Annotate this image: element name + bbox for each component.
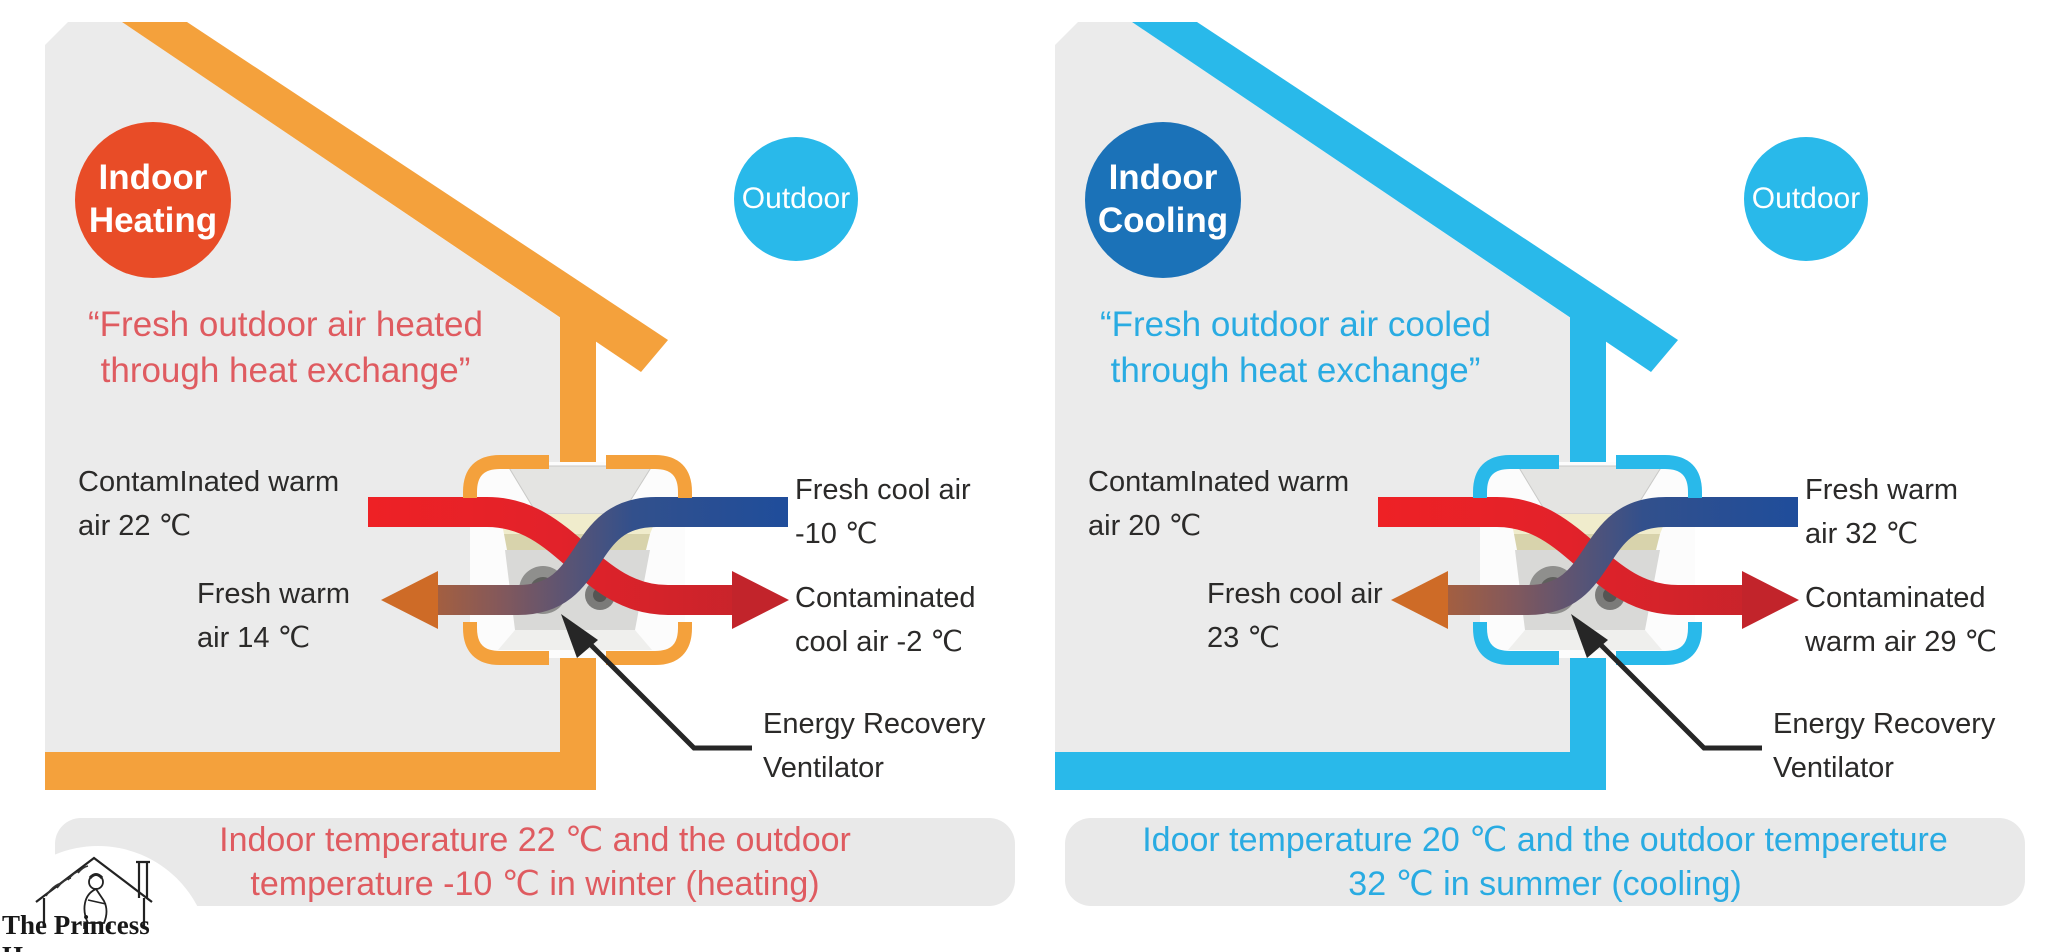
fresh-out-arrowhead <box>1391 571 1448 629</box>
logo-text: The Princess Home <box>2 910 150 952</box>
label-energy-recovery-ventilator: Energy Recovery Ventilator <box>763 708 986 785</box>
label-fresh-intake: Fresh warm air 32 ℃ <box>1805 474 1959 551</box>
label-fresh-intake: Fresh cool air -10 ℃ <box>795 474 971 551</box>
erv-callout-arrow <box>561 614 752 751</box>
label-fresh-supply-out: Fresh warm air 14 ℃ <box>197 578 351 655</box>
seated-figure <box>83 873 111 929</box>
roof-foliage <box>45 865 89 897</box>
indoor-cooling-badge: Indoor Cooling <box>1085 122 1241 278</box>
label-contaminated-warm-in: ContamInated warm air 20 ℃ <box>1088 466 1350 543</box>
outdoor-badge: Outdoor <box>734 137 858 261</box>
label-energy-recovery-ventilator: Energy Recovery Ventilator <box>1773 708 1996 785</box>
airflow-arrows <box>1378 497 1799 629</box>
erv-box-border <box>463 455 692 665</box>
indoor-heating-badge: Indoor Heating <box>75 122 231 278</box>
contaminated-out-arrowhead <box>732 571 789 629</box>
fresh-air-path <box>436 497 788 615</box>
floor-shape <box>45 752 596 790</box>
floor-shape <box>1055 752 1606 790</box>
contaminated-out-arrowhead <box>1742 571 1799 629</box>
outdoor-badge: Outdoor <box>1744 137 1868 261</box>
roof-shape <box>1132 22 1678 372</box>
label-fresh-supply-out: Fresh cool air 23 ℃ <box>1207 578 1383 655</box>
fresh-air-path <box>1446 497 1798 615</box>
cooling-quote: “Fresh outdoor air cooled through heat e… <box>1099 305 1492 391</box>
label-contaminated-exhaust: Contaminated warm air 29 ℃ <box>1805 582 1998 659</box>
airflow-arrows <box>368 497 789 629</box>
label-contaminated-exhaust: Contaminated cool air -2 ℃ <box>795 582 976 659</box>
princess-home-logo: The Princess Home <box>0 840 225 952</box>
heating-quote: “Fresh outdoor air heated through heat e… <box>88 305 483 391</box>
erv-box-border <box>1473 455 1702 665</box>
heating-caption: Indoor temperature 22 ℃ and the outdoor … <box>55 818 1015 906</box>
logo-house-art <box>35 856 153 929</box>
fresh-out-arrowhead <box>381 571 438 629</box>
cooling-panel: Indoor Cooling Outdoor “Fresh outdoor ai… <box>1010 0 2034 952</box>
roof-shape <box>122 22 668 372</box>
heating-panel: Indoor Heating Outdoor “Fresh outdoor ai… <box>45 22 1015 906</box>
cooling-caption: Idoor temperature 20 ℃ and the outdoor t… <box>1065 818 2025 906</box>
erv-callout-arrow <box>1571 614 1762 751</box>
label-contaminated-warm-in: ContamInated warm air 22 ℃ <box>78 466 340 543</box>
